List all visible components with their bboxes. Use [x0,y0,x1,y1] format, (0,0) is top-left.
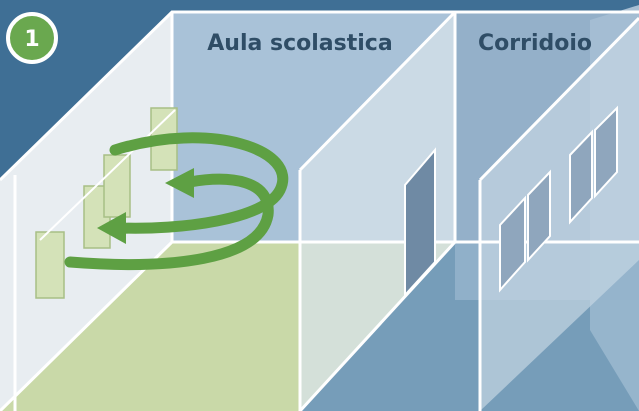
step-badge [6,12,58,64]
arrowhead-left-lower [97,212,126,244]
step-number: 1 [24,27,39,52]
corridor-label: Corridoio [478,31,592,56]
partition-wall [300,12,455,411]
classroom-label: Aula scolastica [207,31,392,56]
room-outlines [0,10,639,411]
circular-airflow-arrows-icon [64,132,289,270]
corridor-side-wall [480,18,639,411]
window-icon [569,105,618,225]
arrowhead-left-upper [165,168,194,198]
window-frame [39,109,176,241]
window-icon [499,169,551,293]
door-icon [404,147,436,298]
